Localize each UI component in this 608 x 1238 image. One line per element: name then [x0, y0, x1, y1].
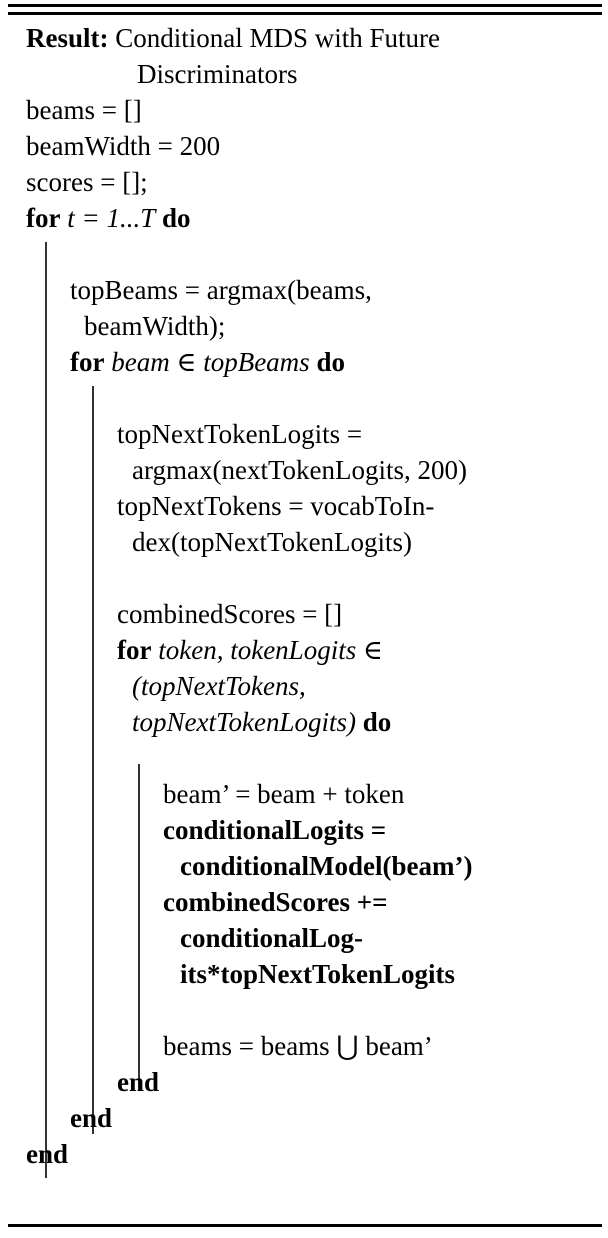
keyword-end: end	[26, 1139, 69, 1169]
spacer	[0, 740, 608, 776]
bottom-rule	[8, 1224, 602, 1227]
spacer	[0, 992, 608, 1028]
for-loop-token-header-3: topNextTokenLogits) do	[0, 704, 608, 740]
stmt-text: conditionalLog-	[180, 923, 364, 953]
end-inner-for-token: end	[0, 1064, 608, 1100]
keyword-end: end	[70, 1103, 113, 1133]
stmt-text: conditionalLogits =	[163, 815, 387, 845]
stmt-text: topNextTokens = vocabToIn-	[117, 491, 435, 521]
end-for-t: end	[0, 1136, 608, 1172]
stmt-combinedscores-add-3: its*topNextTokenLogits	[0, 956, 608, 992]
loop-var-beam: beam ∈ topBeams	[111, 347, 310, 377]
keyword-for: for	[70, 347, 105, 377]
stmt-text: combinedScores +=	[163, 887, 388, 917]
result-line-1: Result: Conditional MDS with Future	[0, 20, 608, 56]
for-loop-t-header: for t = 1...T do	[0, 200, 608, 236]
stmt-text: its*topNextTokenLogits	[180, 959, 456, 989]
stmt-init-beams: beams = []	[0, 92, 608, 128]
for-loop-token-header-2: (topNextTokens,	[0, 668, 608, 704]
for-loop-beam-header: for beam ∈ topBeams do	[0, 344, 608, 380]
end-for-beam: end	[0, 1100, 608, 1136]
result-text-1: Conditional MDS with Future	[115, 23, 441, 53]
stmt-topbeams-2: beamWidth);	[0, 308, 608, 344]
spacer	[0, 560, 608, 596]
stmt-topbeams-1: topBeams = argmax(beams,	[0, 272, 608, 308]
stmt-init-beamwidth: beamWidth = 200	[0, 128, 608, 164]
keyword-for: for	[26, 203, 61, 233]
stmt-text: beams = []	[26, 95, 142, 125]
keyword-end: end	[117, 1067, 160, 1097]
stmt-conditionallogits-1: conditionalLogits =	[0, 812, 608, 848]
stmt-text: topBeams = argmax(beams,	[70, 275, 372, 305]
keyword-for: for	[117, 635, 152, 665]
stmt-topnexttokens-2: dex(topNextTokenLogits)	[0, 524, 608, 560]
result-line-2: Discriminators	[0, 56, 608, 92]
stmt-topnexttokenlogits-2: argmax(nextTokenLogits, 200)	[0, 452, 608, 488]
stmt-text: argmax(nextTokenLogits, 200)	[132, 455, 468, 485]
loop-var-token: token, tokenLogits ∈	[158, 635, 383, 665]
stmt-text: scores = [];	[26, 167, 148, 197]
result-text-2: Discriminators	[137, 59, 298, 89]
for-loop-token-header-1: for token, tokenLogits ∈	[0, 632, 608, 668]
keyword-do: do	[316, 347, 345, 377]
nesting-bar-level-2	[92, 386, 94, 1134]
stmt-text: topNextTokenLogits =	[117, 419, 363, 449]
top-rule-upper	[8, 4, 602, 7]
stmt-topnexttokens-1: topNextTokens = vocabToIn-	[0, 488, 608, 524]
stmt-text: beamWidth = 200	[26, 131, 221, 161]
stmt-beam-prime: beam’ = beam + token	[0, 776, 608, 812]
stmt-beams-union: beams = beams ⋃ beam’	[0, 1028, 608, 1064]
spacer	[0, 380, 608, 416]
stmt-topnexttokenlogits-1: topNextTokenLogits =	[0, 416, 608, 452]
stmt-combinedscores-init: combinedScores = []	[0, 596, 608, 632]
top-rule-lower	[8, 12, 602, 15]
spacer	[0, 236, 608, 272]
loop-iterable-2: topNextTokenLogits)	[132, 707, 357, 737]
stmt-combinedscores-add-1: combinedScores +=	[0, 884, 608, 920]
stmt-text: beam’ = beam + token	[163, 779, 405, 809]
keyword-do: do	[161, 203, 191, 233]
stmt-text: conditionalModel(beam’)	[180, 851, 473, 881]
loop-iterable-1: (topNextTokens,	[132, 671, 306, 701]
stmt-text: combinedScores = []	[117, 599, 343, 629]
result-label: Result:	[26, 23, 109, 53]
nesting-bar-level-3	[138, 764, 140, 1090]
stmt-text: dex(topNextTokenLogits)	[132, 527, 413, 557]
nesting-bar-level-1	[45, 242, 47, 1178]
algorithm-body: Result: Conditional MDS with Future Disc…	[0, 20, 608, 1172]
stmt-init-scores: scores = [];	[0, 164, 608, 200]
stmt-conditionallogits-2: conditionalModel(beam’)	[0, 848, 608, 884]
stmt-text: beamWidth);	[84, 311, 226, 341]
loop-var-t: t = 1...T	[67, 203, 156, 233]
keyword-do: do	[362, 707, 392, 737]
stmt-text: beams = beams ⋃ beam’	[163, 1031, 433, 1061]
stmt-combinedscores-add-2: conditionalLog-	[0, 920, 608, 956]
